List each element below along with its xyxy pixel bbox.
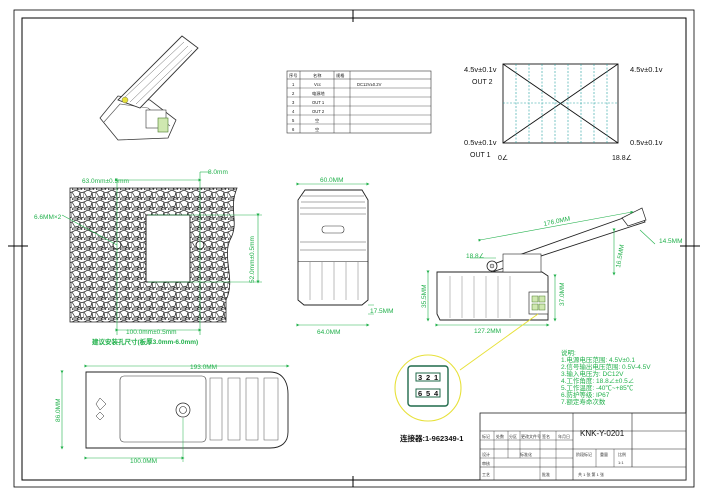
dim-64mm: 64.0MM <box>317 329 340 336</box>
pin-6: 6 <box>418 389 422 398</box>
pedal-bottom-view: 193.0MM 86.0MM 100.0MM <box>55 364 290 465</box>
title-block: KNK-Y-0201 标记 处数 分区 更改文件号 签名 年月日 设计 标准化 … <box>479 412 687 481</box>
dim-35-5mm: 35.5MM <box>421 285 428 308</box>
dim-18-8-deg: 18.8∠ <box>466 252 485 260</box>
tb-scale: 1:1 <box>618 460 624 465</box>
dim-193mm: 193.0MM <box>190 364 217 371</box>
table-row-no: 6 <box>292 127 295 132</box>
tb-label: 阶段标记 <box>576 451 592 457</box>
dim-8mm: 8.0mm <box>208 169 228 176</box>
dim-100mm: 100.0mm±0.5mm <box>126 329 177 336</box>
outer-frame <box>13 9 695 488</box>
graph-out1-label: OUT 1 <box>470 152 491 159</box>
tb-sheet: 共 1 张 第 1 张 <box>578 471 604 477</box>
pin-table: 序号 名称 规格 1 Vcc DC12V±0.2V 2 电源地 3 OUT 1 … <box>286 70 432 134</box>
dim-63mm: 63.0mm±0.5mm <box>82 178 129 185</box>
table-row-no: 3 <box>292 100 295 105</box>
connector-detail: 3 2 1 6 5 4 连接器:1-962349-1 <box>394 313 539 443</box>
table-row-name: 空 <box>315 117 319 123</box>
graph-y-top-right: 4.5v±0.1v <box>630 65 663 74</box>
notes-title: 说明: <box>561 348 576 357</box>
tb-label: 分区 <box>509 433 517 439</box>
table-row-spec: DC12V±0.2V <box>357 82 382 87</box>
graph-y-bottom-right: 0.5v±0.1v <box>630 138 663 147</box>
tb-label: 更改文件号 <box>521 433 541 439</box>
pin-2: 2 <box>426 373 430 382</box>
table-row-name: 电源地 <box>312 90 325 97</box>
dim-52mm: 52.0mm±0.5mm <box>249 236 256 283</box>
graph-x-start: 0∠ <box>498 154 508 162</box>
table-row-no: 5 <box>292 118 295 123</box>
tb-label: 签名 <box>542 433 550 439</box>
note-line: 7.额定寿命次数 <box>561 397 606 406</box>
out2-line <box>502 63 619 144</box>
table-row-name: 空 <box>315 126 319 132</box>
graph-out2-label: OUT 2 <box>472 79 493 86</box>
tb-label: 工艺 <box>482 472 490 477</box>
dim-17-5mm: 17.5MM <box>370 308 393 315</box>
table-row-no: 1 <box>292 82 295 87</box>
note-line: 1.电源电压范围: 4.5V±0.1 <box>561 355 635 364</box>
tb-label: 标准化 <box>520 451 532 457</box>
connector-label: 连接器:1-962349-1 <box>400 433 463 443</box>
pin-3: 3 <box>418 373 422 382</box>
graph-x-end: 18.8∠ <box>612 154 632 162</box>
note-line: 2.信号输出电压范围: 0.5V-4.5V <box>561 362 651 371</box>
dim-86mm: 86.0MM <box>55 399 62 422</box>
tb-label: 重量 <box>600 451 608 457</box>
note-line: 4.工作角度: 18.8∠±0.5∠ <box>561 376 634 385</box>
tb-label: 比例 <box>618 451 626 457</box>
dim-14-5mm: 14.5MM <box>659 238 682 245</box>
table-row-no: 2 <box>292 91 295 96</box>
tb-label: 标记 <box>482 433 490 439</box>
note-line: 3.输入电压为: DC12V <box>561 369 624 378</box>
tb-label: 批准 <box>542 471 550 477</box>
tb-label: 年月日 <box>558 433 570 439</box>
note-line: 5.工作温度: -40℃~+85℃ <box>561 383 634 392</box>
install-hole-note: 建议安装孔尺寸(板厚3.0mm-6.0mm) <box>91 337 198 346</box>
dim-127-2mm: 127.2MM <box>474 328 501 335</box>
tb-label: 设计 <box>482 451 490 457</box>
pin-4: 4 <box>434 389 439 398</box>
pedal-front-view: 60.0MM 17.5MM 64.0MM <box>296 177 393 336</box>
table-header-name: 名称 <box>313 72 321 79</box>
pin-1: 1 <box>434 373 438 382</box>
dim-60mm: 60.0MM <box>320 177 343 184</box>
table-header-no: 序号 <box>289 72 297 79</box>
output-graph: 4.5v±0.1v 4.5v±0.1v OUT 2 0.5v±0.1v 0.5v… <box>464 63 663 162</box>
table-row-name: OUT 1 <box>312 100 325 105</box>
dim-100mm-bottom: 100.0MM <box>130 458 157 465</box>
table-row-name: Vcc <box>314 82 321 87</box>
pedal-side-view: 176.0MM 14.5MM 16.5MM 18.8∠ 35.5MM 37.0M… <box>421 207 682 335</box>
graph-y-top-left: 4.5v±0.1v <box>464 65 497 74</box>
pedal-isometric-view <box>99 35 199 141</box>
note-line: 6.防护等级: IP67 <box>561 390 610 399</box>
table-row-no: 4 <box>292 109 295 114</box>
dim-37mm: 37.0MM <box>559 283 566 306</box>
pin-5: 5 <box>426 389 430 398</box>
drawing-number: KNK-Y-0201 <box>580 429 625 438</box>
technical-notes: 说明: 1.电源电压范围: 4.5V±0.1 2.信号输出电压范围: 0.5V-… <box>561 348 651 406</box>
table-row-name: OUT 2 <box>312 109 325 114</box>
inner-frame <box>21 17 687 481</box>
tb-label: 审核 <box>482 460 490 466</box>
table-header-spec: 规格 <box>336 72 345 79</box>
tb-label: 处数 <box>496 433 504 439</box>
dim-6-6mm-x2: 6.6MM×2 <box>34 214 62 221</box>
graph-y-bottom-left: 0.5v±0.1v <box>464 138 497 147</box>
mounting-hole-view: 63.0mm±0.5mm 8.0mm 6.6MM×2 52.0mm±0.5mm … <box>34 169 262 346</box>
dim-16-5mm: 16.5MM <box>615 244 626 268</box>
